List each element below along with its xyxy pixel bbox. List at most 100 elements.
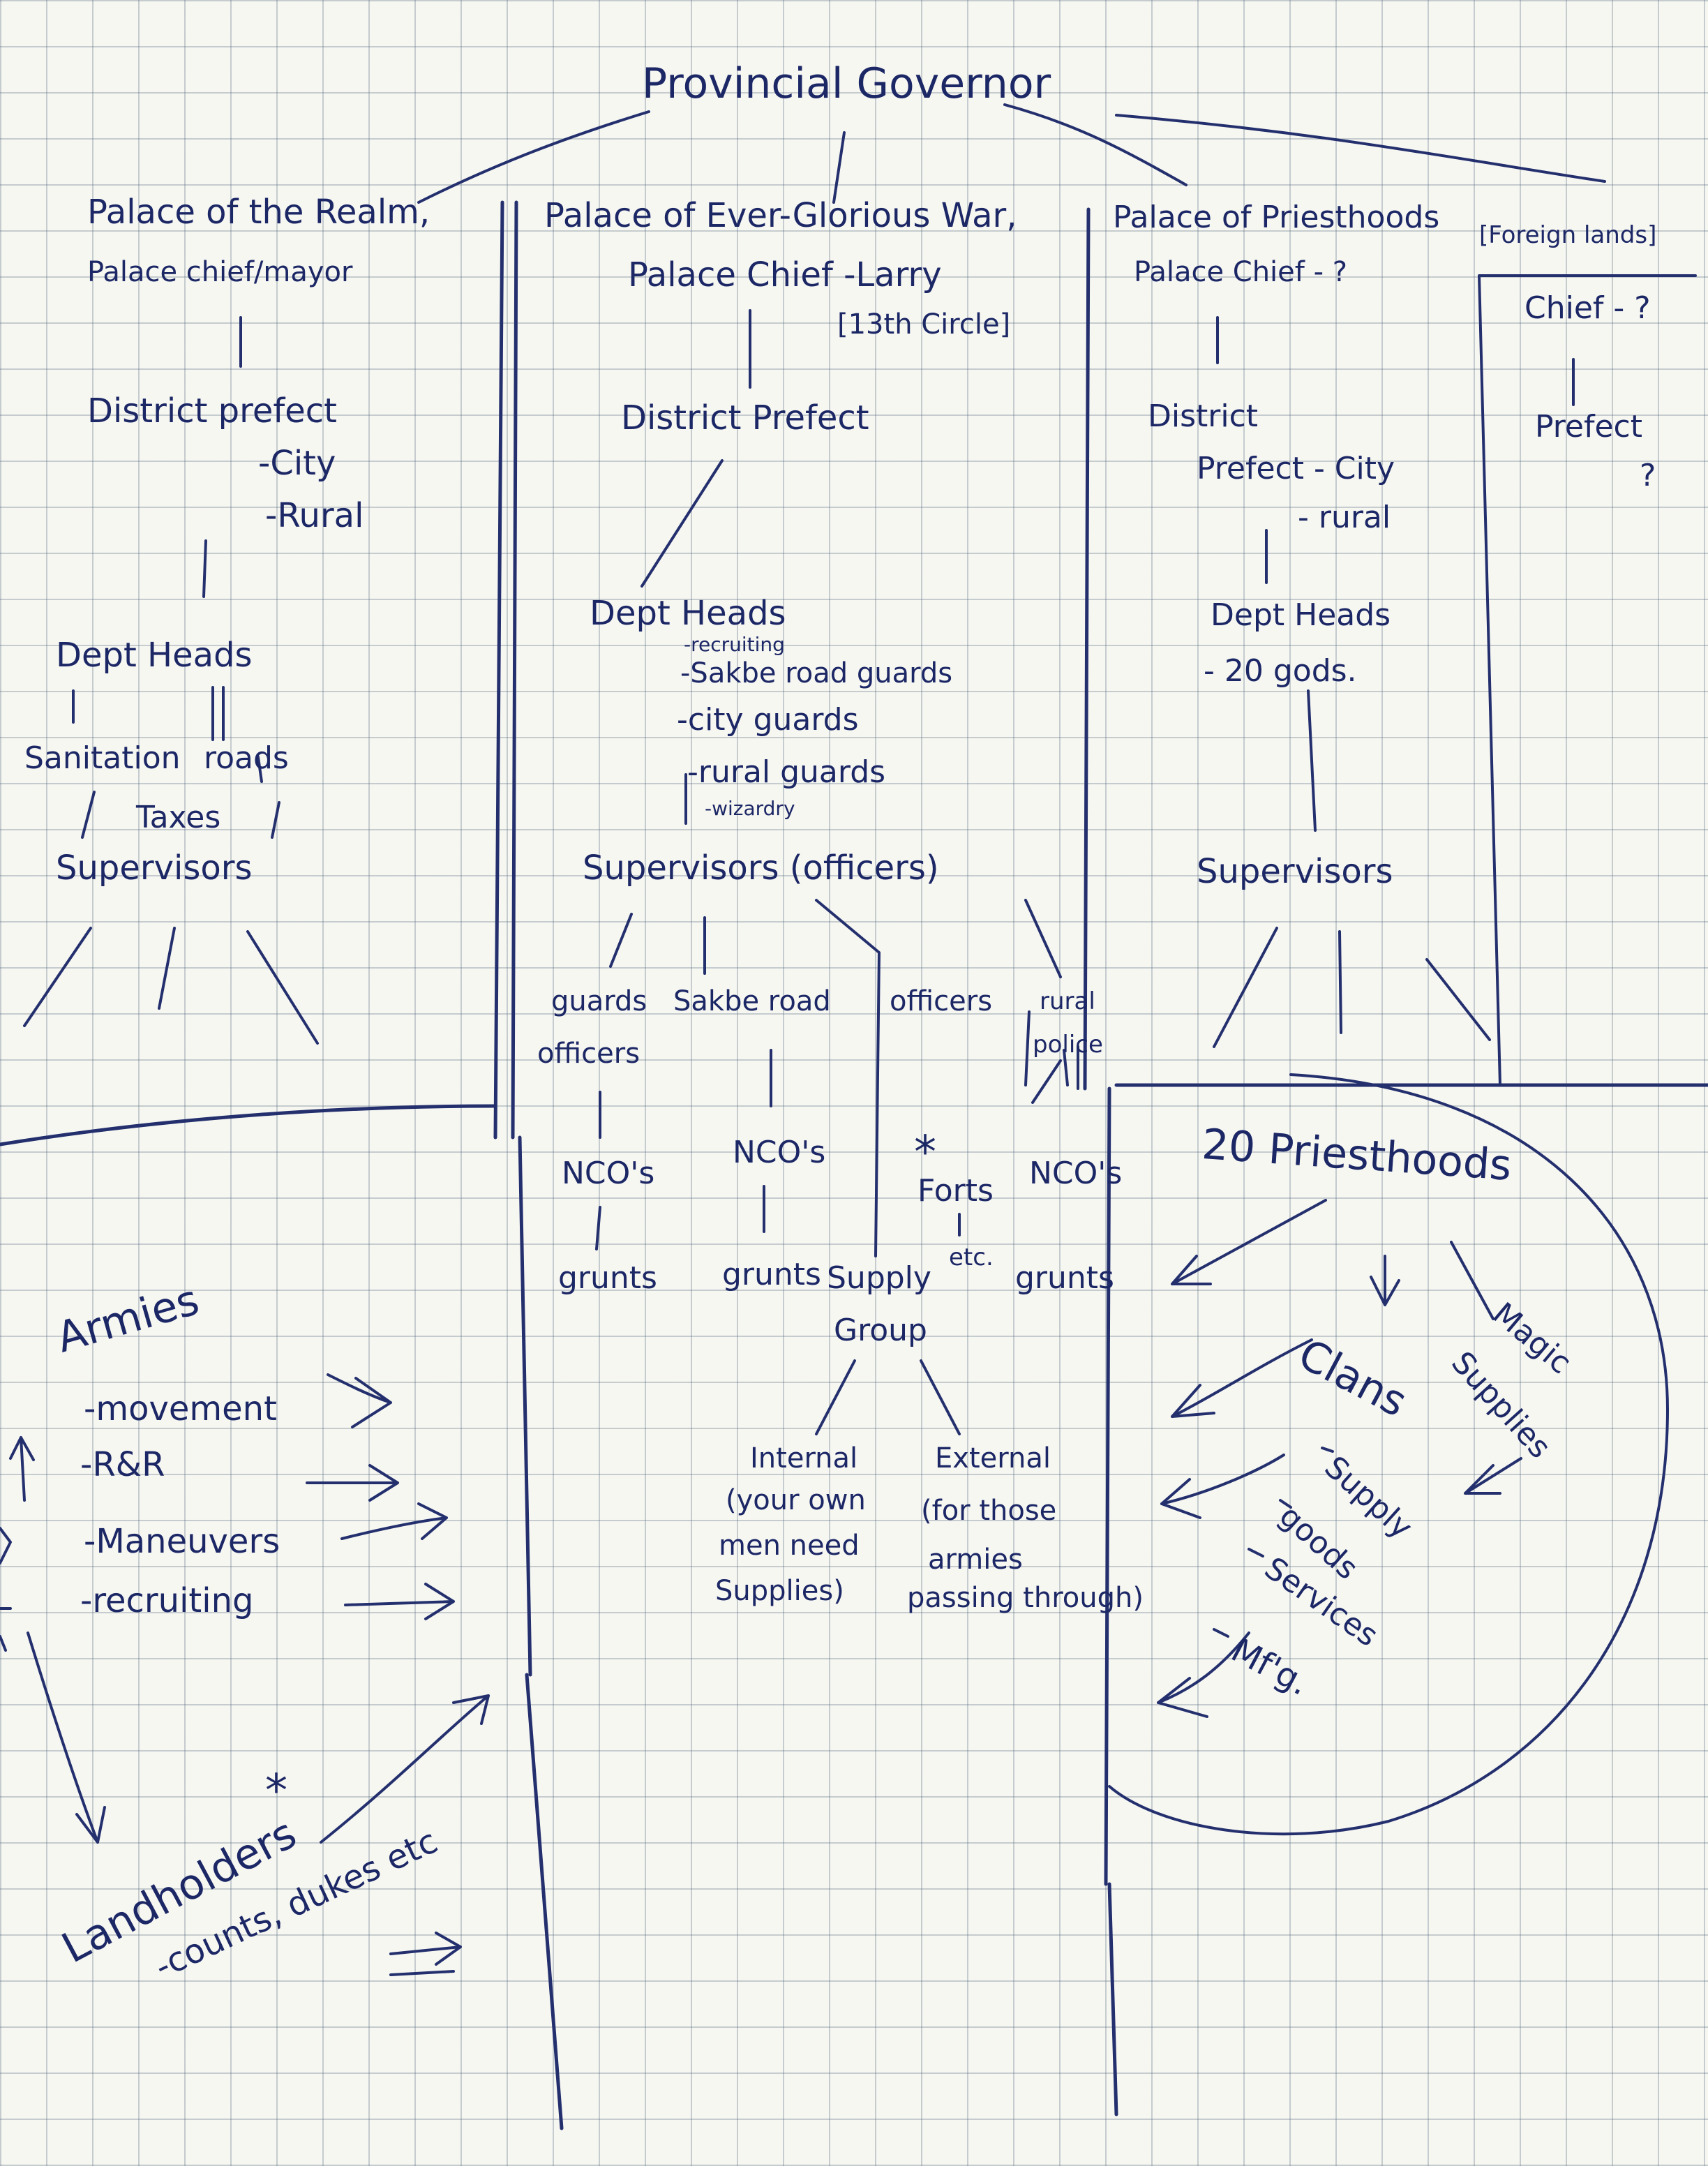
war-external-3: armies [928, 1544, 1023, 1576]
war-dept-heads: Dept Heads [590, 594, 786, 633]
landholders-star: * [265, 1765, 287, 1817]
war-title: Palace of Ever-Glorious War, [544, 196, 1017, 235]
war-sakbe-road: Sakbe road [673, 985, 831, 1017]
priest-title: Palace of Priesthoods [1113, 200, 1440, 235]
realm-supervisors: Supervisors [56, 849, 253, 888]
war-dept-city-guards: -city guards [677, 702, 859, 738]
war-nco-3: NCO's [1029, 1156, 1123, 1191]
arrow-clans [1171, 1338, 1313, 1418]
realm-roads: roads [204, 740, 289, 776]
realm-title: Palace of the Realm, [87, 193, 430, 232]
war-internal-2: (your own [726, 1484, 866, 1516]
war-l2 [640, 459, 724, 588]
divider-foreign [1478, 274, 1697, 1086]
war-internal-1: Internal [750, 1442, 858, 1474]
realm-l5 [23, 927, 319, 1045]
provincial-governor: Provincial Governor [642, 59, 1051, 108]
arrow-landholders-up [320, 1694, 490, 1844]
line-gov-priest [1003, 103, 1188, 186]
war-l4 [609, 899, 1062, 1257]
war-l7 [595, 1185, 961, 1250]
war-supply: Supply [827, 1260, 931, 1296]
war-guards-officers: officers [537, 1038, 640, 1070]
line-gov-foreign [1115, 114, 1606, 183]
war-officers: officers [890, 985, 993, 1017]
war-guards: guards [551, 985, 647, 1017]
war-grunts-2: grunts [722, 1257, 821, 1292]
realm-sanitation: Sanitation [24, 740, 181, 776]
arrow-rr [306, 1464, 399, 1502]
war-dept-recruiting: -recruiting [684, 633, 785, 656]
realm-prefect-rural: -Rural [265, 496, 364, 535]
war-l8 [815, 1359, 961, 1435]
divider-left [493, 200, 564, 2130]
line-gov-realm [417, 110, 650, 204]
armies-rr: -R&R [80, 1445, 165, 1484]
priest-supervisors: Supervisors [1197, 852, 1393, 891]
arrow-maneuvers [340, 1502, 448, 1540]
war-external-2: (for those [921, 1495, 1057, 1527]
realm-prefect-city: -City [258, 444, 336, 483]
realm-prefect: District prefect [87, 391, 337, 431]
realm-chief: Palace chief/mayor [87, 256, 353, 288]
priest-dept-heads: Dept Heads [1211, 597, 1391, 633]
foreign-question: ? [1640, 458, 1656, 493]
priest-district: District [1148, 398, 1259, 434]
foreign-chief: Chief - ? [1525, 290, 1651, 326]
war-police: police [1033, 1031, 1103, 1059]
priest-gods: - 20 gods. [1204, 653, 1357, 689]
war-l5 [1024, 1010, 1079, 1104]
arrow-priest-1 [1171, 1199, 1327, 1285]
foreign-prefect: Prefect [1535, 409, 1642, 445]
war-forts: Forts [917, 1173, 994, 1209]
arrow-priest-3 [1450, 1241, 1494, 1320]
armies-maneuvers: -Maneuvers [84, 1522, 280, 1561]
left-edge-marks [0, 1436, 35, 1652]
realm-l2 [202, 539, 207, 598]
war-grunts-1: grunts [558, 1260, 657, 1296]
war-forts-star: * [914, 1127, 936, 1179]
arrow-magic [1464, 1457, 1522, 1495]
arrow-mfg [1157, 1631, 1250, 1718]
war-nco-1: NCO's [562, 1156, 655, 1191]
priest-prefect-rural: - rural [1298, 500, 1391, 535]
divider-h-left [0, 1104, 497, 1147]
realm-dept-heads: Dept Heads [56, 636, 253, 675]
war-dept-sakbe: -Sakbe road guards [680, 657, 953, 689]
pr-l3 [1307, 689, 1317, 832]
war-internal-4: Supplies) [715, 1575, 844, 1607]
realm-l3 [72, 686, 225, 741]
war-dept-wizardry: -wizardry [705, 797, 795, 820]
divider-right [1083, 207, 1118, 2116]
war-internal-3: men need [719, 1530, 860, 1562]
realm-l4 [81, 756, 280, 839]
war-external-4: passing through) [907, 1582, 1144, 1614]
war-rural: rural [1040, 987, 1095, 1015]
realm-taxes: Taxes [136, 800, 221, 835]
war-external-1: External [935, 1442, 1051, 1474]
arrow-landholders-right [389, 1932, 462, 1976]
arrow-recruiting [344, 1583, 455, 1620]
war-supervisors: Supervisors (officers) [583, 849, 939, 888]
foreign-title: [Foreign lands] [1479, 221, 1657, 249]
priest-chief: Palace Chief - ? [1134, 256, 1347, 288]
war-grunts-3: grunts [1015, 1260, 1114, 1296]
service-ticks [1213, 1447, 1334, 1638]
war-dept-rural-guards: -rural guards [687, 754, 886, 790]
war-forts-etc: etc. [949, 1243, 994, 1271]
priesthood-circle [1108, 1073, 1669, 1836]
arrow-movement [327, 1373, 392, 1428]
war-circle: [13th Circle] [837, 308, 1011, 341]
armies-movement: -movement [84, 1389, 277, 1428]
line-gov-war [832, 131, 846, 204]
arrow-armies-landholders [27, 1631, 106, 1844]
arrow-priest-2 [1370, 1255, 1400, 1306]
war-chief: Palace Chief -Larry [628, 255, 942, 294]
war-l6 [599, 1049, 772, 1139]
pr-l4 [1213, 927, 1491, 1048]
armies-recruiting: -recruiting [80, 1581, 254, 1620]
war-nco-2: NCO's [733, 1135, 826, 1170]
arrow-supply [1160, 1454, 1285, 1519]
priest-prefect-city: Prefect - City [1197, 451, 1395, 486]
